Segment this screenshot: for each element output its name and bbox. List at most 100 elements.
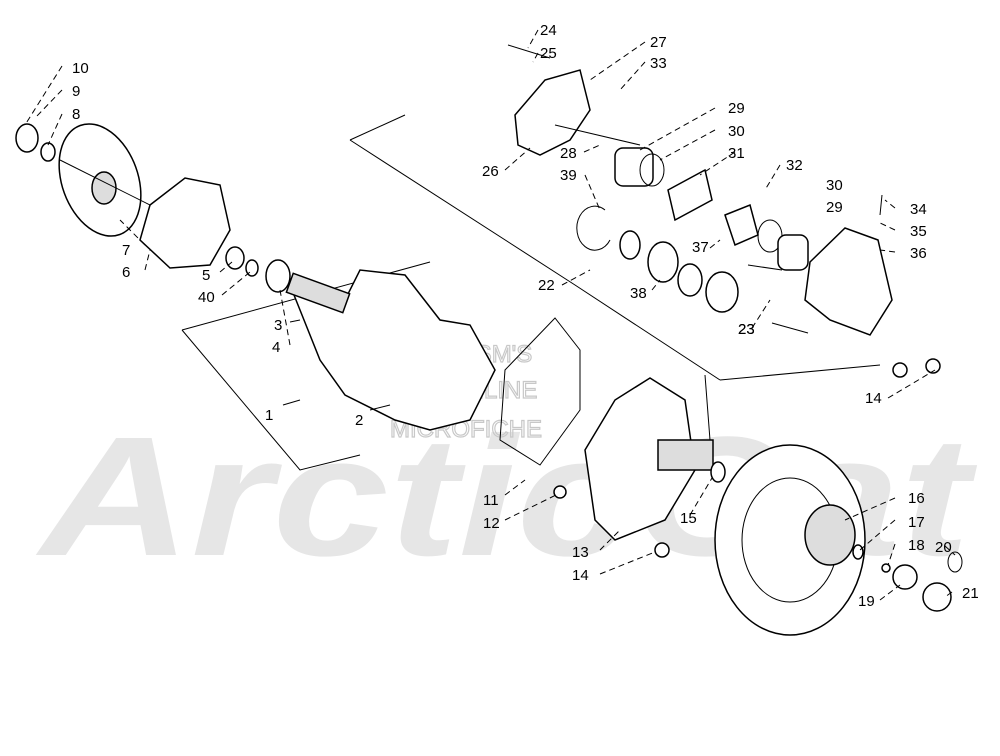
callout-25: 25: [540, 45, 557, 62]
leader-35: [877, 221, 896, 231]
leader-13: [599, 529, 621, 551]
callout-37: 37: [692, 239, 709, 256]
callout-34: 34: [910, 201, 927, 218]
leader-14b: [887, 369, 936, 399]
center-assembly: [499, 317, 726, 558]
callout-8: 8: [72, 106, 80, 123]
leader-5: [219, 261, 233, 273]
bearing-29b-part: [777, 234, 809, 271]
bolt-23b-part: [771, 322, 809, 334]
callout-16: 16: [908, 490, 925, 507]
ring-40-part: [245, 259, 259, 277]
bearing-4-part: [265, 259, 291, 293]
leader-39: [584, 174, 601, 211]
leader-3: [289, 319, 301, 323]
callout-28: 28: [560, 145, 577, 162]
leader-25: [532, 52, 539, 63]
nut-12-part: [553, 485, 567, 499]
leader-32: [764, 164, 781, 191]
spider-hub-part: [91, 171, 117, 205]
callout-23b: 23: [738, 321, 755, 338]
snapring-39-part: [576, 205, 611, 251]
leader-lines: [24, 29, 956, 601]
leader-18: [887, 543, 896, 566]
leader-34: [884, 199, 896, 209]
driven-sheave-part: [714, 444, 866, 636]
callout-10: 10: [72, 60, 89, 77]
callout-40: 40: [198, 289, 215, 306]
bolt-24-part: [507, 44, 551, 59]
driven-clutch-assembly: [714, 444, 963, 636]
callout-7: 7: [122, 242, 130, 259]
leader-38: [651, 279, 661, 291]
callout-14b: 14: [865, 390, 882, 407]
callout-39: 39: [560, 167, 577, 184]
callout-12: 12: [483, 515, 500, 532]
callout-17: 17: [908, 514, 925, 531]
leader-26: [504, 147, 531, 171]
housing-36-part: [804, 227, 893, 336]
pad-31-part: [667, 168, 713, 222]
outline-driven-clutch-cover: [349, 114, 881, 381]
leader-2: [369, 404, 391, 411]
shaft-3-part: [285, 272, 351, 314]
callout-30b: 30: [826, 177, 843, 194]
leader-22: [561, 269, 591, 286]
leader-28: [583, 144, 601, 153]
cover-plate-part: [139, 177, 231, 269]
callout-19: 19: [858, 593, 875, 610]
seal-37b-part: [705, 271, 739, 313]
bearing-38-part: [619, 230, 641, 260]
spring-19-part: [892, 564, 918, 590]
leader-36: [879, 249, 896, 253]
callout-4: 4: [272, 339, 280, 356]
callout-38: 38: [630, 285, 647, 302]
callout-14a: 14: [572, 567, 589, 584]
leader-23a: [751, 299, 771, 329]
leader-10: [24, 65, 63, 126]
leader-31: [699, 151, 736, 176]
callout-5: 5: [202, 267, 210, 284]
nut-14-part: [654, 542, 670, 558]
ring-20-part: [947, 551, 963, 573]
callout-labels: 1 2 3 4 5 6 7 8 9 10 11 12 13 14 14 15 1…: [72, 22, 979, 610]
washer-17-part: [852, 544, 864, 560]
leader-8: [47, 113, 63, 146]
callout-22: 22: [538, 277, 555, 294]
leader-7: [119, 219, 146, 246]
callout-31: 31: [728, 145, 745, 162]
callout-33: 33: [650, 55, 667, 72]
callout-6: 6: [122, 264, 130, 281]
seal-part: [647, 241, 679, 283]
callout-20: 20: [935, 539, 952, 556]
callout-26: 26: [482, 163, 499, 180]
bolt-23a-part: [747, 264, 783, 271]
callout-3: 3: [274, 317, 282, 334]
leader-37: [709, 239, 721, 249]
cap-21-part: [922, 582, 952, 612]
callout-27: 27: [650, 34, 667, 51]
bearing-29a-part: [614, 147, 654, 187]
washer-8-part: [40, 142, 56, 162]
washer-15-part: [710, 461, 726, 483]
drive-clutch-assembly: [15, 123, 496, 431]
leader-27: [589, 41, 646, 81]
leader-33: [619, 61, 646, 91]
callout-15: 15: [680, 510, 697, 527]
callout-29a: 29: [728, 100, 745, 117]
washer-10-part: [15, 123, 39, 153]
sensor-wire-part: [704, 374, 711, 441]
callout-2: 2: [355, 412, 363, 429]
nut-14c-part: [925, 358, 941, 374]
leader-11: [504, 479, 526, 496]
leader-40: [221, 271, 251, 296]
pin-34-part: [879, 194, 883, 216]
ring-30a-part: [639, 153, 665, 187]
callout-29b: 29: [826, 199, 843, 216]
leader-9: [34, 89, 63, 119]
callout-1: 1: [265, 407, 273, 424]
leader-24: [527, 29, 539, 49]
chaincase-assembly: [507, 44, 941, 378]
callout-18: 18: [908, 537, 925, 554]
